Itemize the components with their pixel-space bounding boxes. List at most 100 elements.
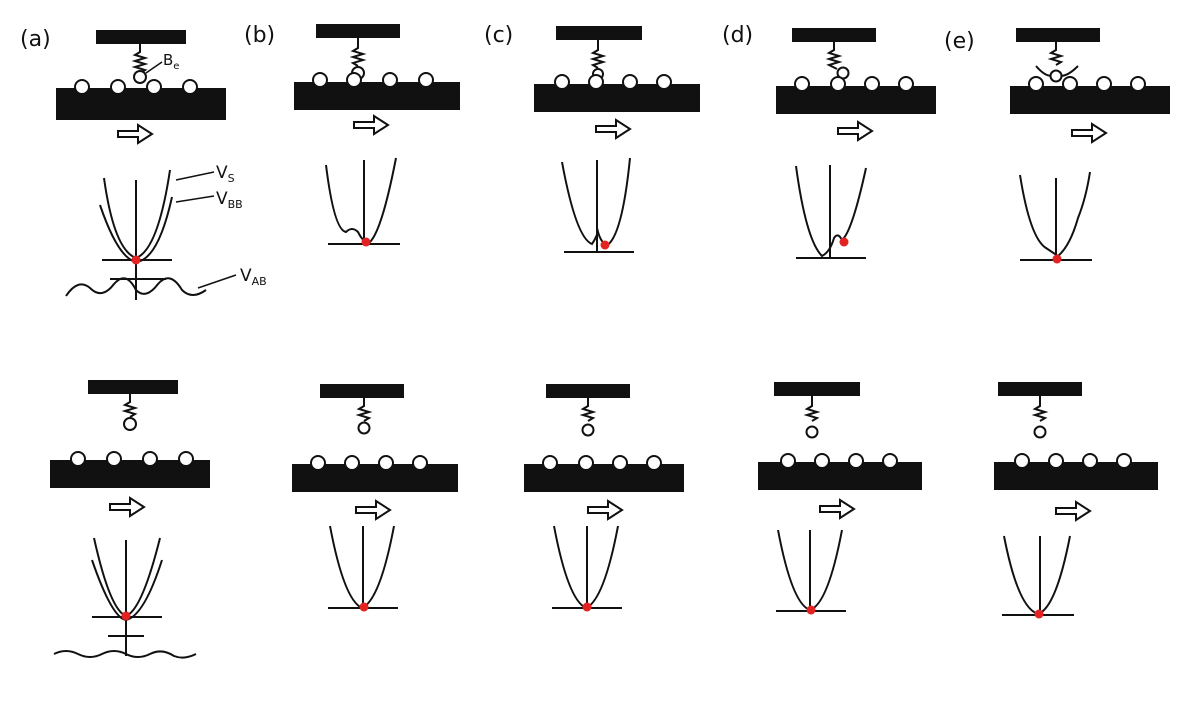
surface-atom [554,74,570,90]
panel-b-top [294,24,460,247]
leader-line [145,61,163,74]
panel-label-d: (d) [722,23,753,48]
surface-atom [542,455,558,471]
arrow-right-icon [819,498,856,520]
surface-atom [70,451,86,467]
state-marker [121,611,131,621]
surface-atom [864,76,880,92]
surface-atom [830,76,846,92]
tip-bar [546,384,630,398]
surface-atom [1096,76,1112,92]
tip-atom [1033,425,1047,439]
panel-label-b: (b) [244,23,275,48]
tip-bar [998,382,1082,396]
label-VAB: VAB [240,266,267,288]
surface-atom [646,455,662,471]
surface-atom [814,453,830,469]
spring [803,396,821,422]
surface-atom [74,79,90,95]
panel-c-bottom [524,384,684,612]
spring [589,40,607,69]
spring [355,398,373,422]
state-marker [131,255,141,265]
surface-atom [344,455,360,471]
panel-c-top [534,26,700,253]
state-marker [1034,609,1044,619]
surface-atom [882,453,898,469]
state-marker [839,237,849,247]
label-VS: VS [216,163,235,185]
tip-atom [123,417,137,431]
surface-atom [1014,453,1030,469]
arrow-right-icon [109,496,146,518]
tip-atom-symbol: B [163,51,173,69]
surface-atom [1048,453,1064,469]
label-VS-subscript: S [228,172,235,185]
state-marker [359,602,369,612]
leader-line [197,274,237,289]
surface-atom [588,74,604,90]
tip-bar [316,24,400,38]
tip-bar [88,380,178,394]
panel-label-e: (e) [944,29,975,54]
arrow-right-icon [595,118,632,140]
surface-atom [310,455,326,471]
state-marker [361,237,371,247]
spring [121,394,139,418]
surface-atom [612,455,628,471]
surface-atom [412,455,428,471]
surface-atom [898,76,914,92]
surface-atom [106,451,122,467]
label-VBB-symbol: V [216,189,228,209]
potential-curve [1003,535,1071,616]
tip-atom-subscript: e [173,61,179,72]
spring [1047,42,1065,66]
tip-bar [556,26,642,40]
surface-atom [780,453,796,469]
surface-atom [146,79,162,95]
surface-atom [794,76,810,92]
potential-VAB [53,650,197,659]
tip-bar [1016,28,1100,42]
surface-atom [142,451,158,467]
panel-labels: (a) (b) (c) (d) (e) [20,23,975,54]
surface-atom [110,79,126,95]
tip-atom [133,70,147,84]
label-VBB: VBB [216,189,243,211]
arrow-right-icon [837,120,874,142]
surface-atom [1028,76,1044,92]
panel-a-bottom [50,380,210,659]
panel-b-bottom [292,384,458,612]
potential-curve [795,165,867,258]
tip-atom [1049,69,1063,83]
potential-curve [325,157,397,244]
panel-e-bottom [994,382,1158,619]
spring [1031,396,1049,422]
arrow-right-icon [353,114,390,136]
panel-a-top: Be VS VBB VAB [56,30,267,300]
arrow-right-icon [1071,122,1108,144]
arrow-right-icon [117,123,154,145]
label-VAB-subscript: AB [252,275,267,288]
surface-atom [182,79,198,95]
surface-atom [578,455,594,471]
surface-atom [1082,453,1098,469]
surface-atom [622,74,638,90]
tip-atom [805,425,819,439]
arrow-right-icon [587,499,624,521]
tip-bar [96,30,186,44]
surface-atom [1116,453,1132,469]
label-VS-symbol: V [216,163,228,183]
state-marker [600,240,610,250]
label-VBB-subscript: BB [228,198,243,211]
leader-line [175,171,215,181]
surface-atom [1130,76,1146,92]
state-marker [582,602,592,612]
panel-label-a: (a) [20,27,51,52]
state-marker [1052,254,1062,264]
surface-atom [848,453,864,469]
label-VAB-symbol: V [240,266,252,286]
arrow-right-icon [355,499,392,521]
tip-bar [774,382,860,396]
